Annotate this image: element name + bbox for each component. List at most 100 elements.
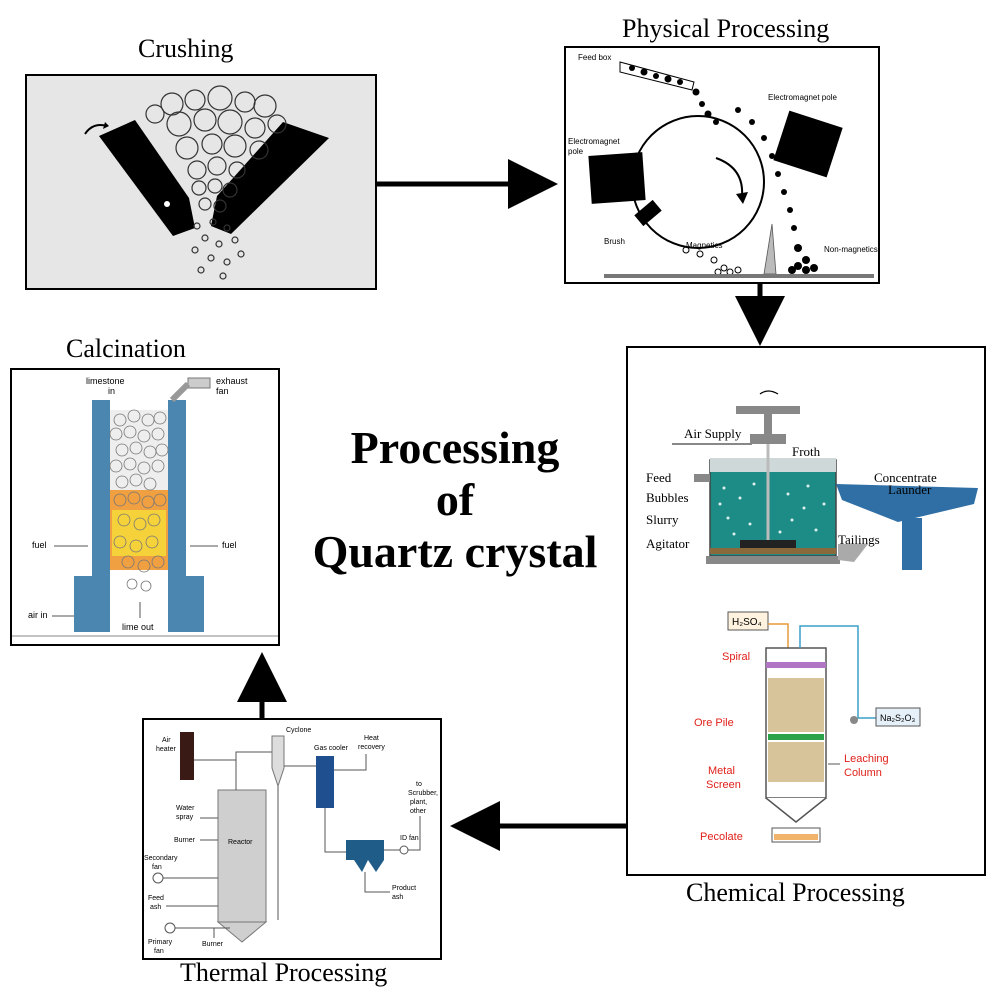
id-fan [399,845,409,855]
chemical-processing-panel: Air Supply Froth Feed Bubbles Slurry Agi… [626,346,986,876]
leaching-column: H₂SO₄ Spiral Ore Pile Metal Screen Leach… [694,611,921,843]
crushing-title: Crushing [138,34,234,63]
primary-fan [164,922,176,934]
physical-processing-panel: Feed box Electromagnet pole Electromagne… [564,46,880,284]
left-jaw [99,120,195,236]
limestone-label-1: limestone [86,376,125,386]
to-label-1: to [416,781,422,788]
splitter [763,223,777,275]
air-heater-label-1: Air [162,737,171,744]
magnetic-separator-illustration: Feed box Electromagnet pole Electromagne… [568,53,878,278]
fuel-right-label: fuel [222,540,237,550]
right-jaw [211,122,329,234]
thermal-processing-panel: Air heater Reactor Cyclone Gas cooler He… [142,718,442,960]
metal-screen-label-1: Metal [708,765,735,777]
reactor-vessel [217,789,267,923]
impeller [740,540,796,548]
brush [634,199,662,227]
gas-cooler-label: Gas cooler [314,745,349,752]
non-magnetic-particles [735,107,818,274]
crushing-panel [25,74,377,290]
na2s2o3-label: Na₂S₂O₃ [880,713,915,723]
title-line-2: of [435,474,475,525]
feed-particles [629,65,719,125]
electromagnet-left-label-2: pole [568,147,584,156]
reactor-label: Reactor [228,839,253,846]
rotation-arrow-icon [759,390,779,395]
physical-processing-title: Physical Processing [622,14,830,43]
ore-pile-label: Ore Pile [694,717,734,729]
title-line-1: Processing [350,422,560,473]
cyclone-label: Cyclone [286,727,311,734]
water-spray-label-1: Water [176,805,195,812]
secondary-fan-label-2: fan [152,864,162,871]
feed-box-label: Feed box [578,53,611,62]
exhaust-duct [187,377,211,389]
metal-screen-label-2: Screen [706,779,741,791]
kiln-left-wall [92,400,110,628]
right-electromagnet [773,110,843,178]
calcination-panel: limestone in exhaust fan fuel fuel air i… [10,368,280,646]
fluidized-bed-reactor-illustration: Air heater Reactor Cyclone Gas cooler He… [144,727,438,955]
cyclone [271,735,285,788]
feed-ash-label-1: Feed [148,895,164,902]
magnetics-label: Magnetics [686,241,722,250]
electromagnet-left-label: Electromagnet [568,137,620,146]
collection-floor [604,274,874,278]
stone-outlines [109,409,169,592]
spiral-distributor [766,662,826,668]
concentrate-label: Concentrate [874,470,937,485]
brush-label: Brush [604,237,625,246]
exhaust-label-2: fan [216,386,229,396]
air-in-label: air in [28,610,48,620]
limestone-label-2: in [108,386,115,396]
fuel-left-label: fuel [32,540,47,550]
bubbles-label: Bubbles [646,490,689,505]
non-magnetics-label: Non-magnetics [824,245,878,254]
electromagnet-right-label: Electromagnet pole [768,93,837,102]
ore-pile [768,678,824,732]
bubble-dots [718,482,826,536]
lime-out-label: lime out [122,622,154,632]
chemical-processing-title: Chemical Processing [686,878,905,907]
launder-label: Launder [888,482,932,497]
product-ash-label-2: ash [392,894,403,901]
air-supply-label: Air Supply [684,426,742,441]
secondary-fan-label-1: Secondary [144,855,178,862]
thermal-processing-title: Thermal Processing [180,958,388,987]
pecolate-label: Pecolate [700,831,743,843]
crushing-illustration [84,85,329,280]
burner-top-label: Burner [174,837,196,844]
spiral-label: Spiral [722,651,750,663]
product-ash-label-1: Product [392,885,416,892]
concentrate-launder [836,484,978,522]
rotation-arrow-icon [715,157,744,197]
chemical-processing-illustration: Air Supply Froth Feed Bubbles Slurry Agi… [646,390,978,843]
primary-fan-label-2: fan [154,948,164,955]
secondary-fan [152,872,164,884]
calcination-title: Calcination [66,334,186,363]
to-label-3: plant, [410,799,427,806]
water-spray-label-2: spray [176,814,194,821]
tailings-chute [838,544,868,562]
air-heater-label-2: heater [156,746,177,753]
to-label-2: Scrubber, [408,790,438,797]
title-line-3: Quartz crystal [312,526,598,577]
rotation-arrow-icon [84,124,108,135]
leaching-column-label-1: Leaching [844,753,889,765]
leaching-column-label-2: Column [844,767,882,779]
to-label-4: other [410,808,427,815]
heat-recovery-label-1: Heat [364,735,379,742]
rock-particles [145,85,287,280]
agitator-label: Agitator [646,536,690,551]
magnetic-particles [682,246,742,276]
drum [631,115,765,249]
heat-recovery-label-2: recovery [358,744,385,751]
feed-label: Feed [646,470,672,485]
air-heater [180,732,194,780]
gas-cooler [316,756,334,808]
flotation-cell: Air Supply Froth Feed Bubbles Slurry Agi… [646,390,978,570]
burner-bottom-label: Burner [202,941,224,948]
kiln-right-wall [168,400,186,628]
diagram-title: Processing of Quartz crystal [290,422,620,578]
